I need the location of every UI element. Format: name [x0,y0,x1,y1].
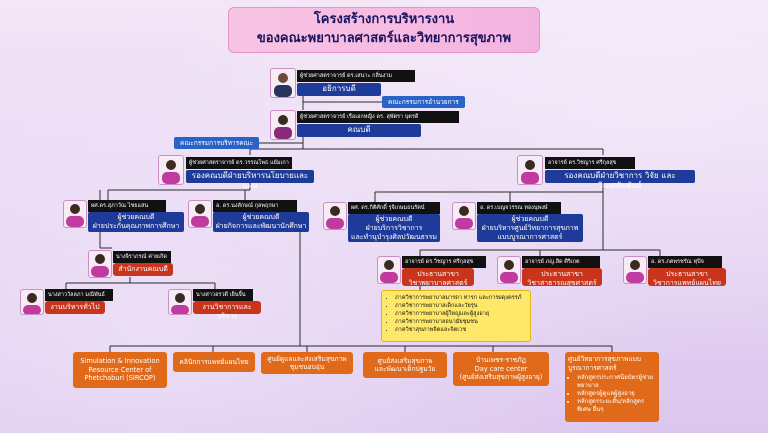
assistant-4-dept-2: แบบบูรณาการศาสตร์ [497,233,563,241]
dean-office-box: สำนักงานคณบดี [113,263,173,276]
person-photo-general-unit [20,289,44,315]
center-integrated-health-line-2: บูรณาการศาสตร์ [568,363,617,372]
center-day-care-line-1: บ้านเพชร-ราชภัฏ [476,356,526,365]
academic-unit-name-tag: นางสาวอรวดี เย็นจิ้น [193,289,253,301]
program-public-health-title: ประธานสาขา [541,270,583,278]
program-public-health-dept: วิชาสาธารณสุขศาสตร์ [527,279,597,287]
center-community-health-line-2: ชุมชนอบอุ่น [289,363,325,371]
nursing-departments-box: ภาควิชาการพยาบาลมารดา ทารก และการผดุงครร… [381,290,531,342]
assistant-4-dept: ฝ่ายบริหารศูนย์วิทยาการสุขภาพ [481,224,579,232]
general-admin-box: งานบริหารทั่วไป [45,301,105,314]
vice-right-position-box: รองคณบดีฝ่ายวิชาการ วิจัย และวิเทศสัมพัน… [545,170,695,190]
assistant-1-position-box: ผู้ช่วยคณบดี ฝ่ายประกันคุณภาพการศึกษา [88,212,184,232]
center-day-care-line-2: Day care center [474,364,528,373]
person-photo-dean [270,110,296,140]
person-photo-assistant-4 [452,202,476,230]
person-photo-vice-left [158,155,184,185]
vice-left-name-tag: ผู้ช่วยศาสตราจารย์ ดร.วรรณโพธ แย้มเกา [186,157,292,169]
assistant-2-dept: ฝ่ายกิจการและพัฒนานักศึกษา [215,222,307,230]
academic-service-box: งานวิชาการและบริการ [193,301,261,320]
center-community-health-line-1: ศูนย์ดูแลและส่งเสริมสุขภาพ [267,354,347,363]
person-photo-program-thai-medicine [623,256,647,284]
president-name-tag: ผู้ช่วยศาสตราจารย์ ดร.เสนาะ กลิ่นงาม [297,70,415,82]
vice-right-name-tag: อาจารย์ ดร.วิชญาร ศรีกุลสุข [545,157,635,169]
center-day-care-line-3: (ศูนย์ส่งเสริมสุขภาพผู้สูงอายุ) [459,373,543,382]
center-course-item: หลักสูตรประกาศนียบัตรผู้ช่วยพยาบาล [577,374,656,390]
nursing-dept-item: ภาควิชาสุขภาพจิตและจิตเวช [395,326,526,334]
program-thai-medicine-dept: วิชาการแพทย์แผนไทย [652,279,722,287]
assistant-2-position-box: ผู้ช่วยคณบดี ฝ่ายกิจการและพัฒนานักศึกษา [213,212,309,232]
nursing-dept-item: ภาควิชาการพยาบาลอนามัยชุมชน [395,318,526,326]
center-community-health: ศูนย์ดูแลและส่งเสริมสุขภาพ ชุมชนอบอุ่น [261,352,353,374]
assistant-2-title: ผู้ช่วยคณบดี [242,213,280,221]
program-thai-medicine-name-tag: อ. ดร.ภคพรชรัณ หุปิจ [648,256,722,268]
center-day-care: บ้านเพชร-ราชภัฏ Day care center (ศูนย์ส่… [453,352,549,386]
assistant-3-name-tag: ผศ. ดร.กิติศักดิ์ รุจิเกษมธนรัตน์ [348,202,440,214]
assistant-3-dept-2: และทำนุบำรุงศิลปวัฒนธรรม [350,233,438,241]
center-course-item: หลักสูตรระยะสั้น/หลักสูตรพิเศษ อื่นๆ [577,398,656,414]
center-integrated-health: ศูนย์วิทยาการสุขภาพแบบ บูรณาการศาสตร์ หล… [565,352,659,422]
nursing-dept-item: ภาควิชาการพยาบาลเด็กและวัยรุ่น [395,302,526,310]
program-nursing-name-tag: อาจารย์ ดร.วิชญาร ศรีกุลสุข [402,256,486,268]
person-photo-office-head [88,250,112,278]
program-nursing-box: ประธานสาขา วิชาพยาบาลศาสตร์ [402,268,474,287]
assistant-1-name-tag: ผศ.ดร.สุภาวัณ ไชยแสน [88,200,166,212]
assistant-4-name-tag: อ. ดร.เบญจวรรณ ทองนุพงษ์ [477,202,561,214]
program-public-health-name-tag: อาจารย์ ภญ.สิด ศิริเกต [522,256,600,268]
person-photo-assistant-1 [63,200,87,228]
page-title: โครงสร้างการบริหารงาน ของคณะพยาบาลศาสตร์… [228,7,540,53]
center-sircop-line-2: Resource Center of [88,365,152,374]
center-sircop: Simulation & Innovation Resource Center … [73,352,167,388]
assistant-1-dept: ฝ่ายประกันคุณภาพการศึกษา [92,222,180,230]
assistant-1-title: ผู้ช่วยคณบดี [117,213,155,221]
title-line-2: ของคณะพยาบาลศาสตร์และวิทยาการสุขภาพ [256,31,512,46]
assistant-4-title: ผู้ช่วยคณบดี [511,215,549,223]
person-photo-academic-unit [168,289,192,315]
person-photo-program-public-health [497,256,521,284]
office-head-name-tag: นางจิราภรณ์ ค่ายเกิด [113,251,171,263]
person-photo-program-nursing [377,256,401,284]
center-course-item: หลักสูตรผู้ดูแลผู้สูงอายุ [577,390,656,398]
program-thai-medicine-box: ประธานสาขา วิชาการแพทย์แผนไทย [648,268,726,287]
vice-left-position-box: รองคณบดีฝ่ายบริหารนโยบายและแผน [186,170,314,190]
center-integrated-health-line-1: ศูนย์วิทยาการสุขภาพแบบ [568,355,641,363]
assistant-2-name-tag: อ. ดร.นงลักษณ์ กุลพฤกษา [213,200,297,212]
general-unit-name-tag: นางสาววัลลภา มณีพันธ์ [45,289,113,301]
center-child-development-line-1: ศูนย์ส่งเสริมสุขภาพ [377,356,433,365]
center-child-development-line-2: และพัฒนาเด็กปฐมวัย [374,365,436,373]
nursing-dept-item: ภาควิชาการพยาบาลมารดา ทารก และการผดุงครร… [395,294,526,302]
president-position-box: อธิการบดี [297,83,381,96]
person-photo-assistant-3 [323,202,347,230]
assistant-3-position-box: ผู้ช่วยคณบดี ฝ่ายบริการวิชาการ และทำนุบำ… [348,214,440,242]
dean-name-tag: ผู้ช่วยศาสตราจารย์ เรือเอกหญิง ดร. สุพัต… [297,111,459,123]
person-photo-president [270,68,296,98]
center-sircop-line-3: Phetchaburi (SIRCOP) [84,374,156,383]
program-thai-medicine-title: ประธานสาขา [666,270,708,278]
center-thai-medicine-clinic-line-1: คลินิกการแพทย์แผนไทย [179,357,249,366]
dean-position-box: คณบดี [297,124,421,137]
assistant-3-title: ผู้ช่วยคณบดี [375,215,413,223]
center-sircop-line-1: Simulation & Innovation [80,357,160,366]
program-nursing-title: ประธานสาขา [417,270,459,278]
program-public-health-box: ประธานสาขา วิชาสาธารณสุขศาสตร์ [522,268,602,287]
center-thai-medicine-clinic: คลินิกการแพทย์แผนไทย [173,352,255,372]
person-photo-assistant-2 [188,200,212,228]
nursing-dept-item: ภาควิชาการพยาบาลผู้ใหญ่และผู้สูงอายุ [395,310,526,318]
assistant-4-position-box: ผู้ช่วยคณบดี ฝ่ายบริหารศูนย์วิทยาการสุขภ… [477,214,583,242]
assistant-3-dept: ฝ่ายบริการวิชาการ [365,224,423,232]
executive-committee-label: คณะกรรมการอำนวยการ [382,96,465,108]
person-photo-vice-right [517,155,543,185]
program-nursing-dept: วิชาพยาบาลศาสตร์ [408,279,468,287]
board-committee-label: คณะกรรมการบริหารคณะ [174,137,260,149]
title-line-1: โครงสร้างการบริหารงาน [313,12,455,27]
center-child-development: ศูนย์ส่งเสริมสุขภาพ และพัฒนาเด็กปฐมวัย [363,352,447,378]
